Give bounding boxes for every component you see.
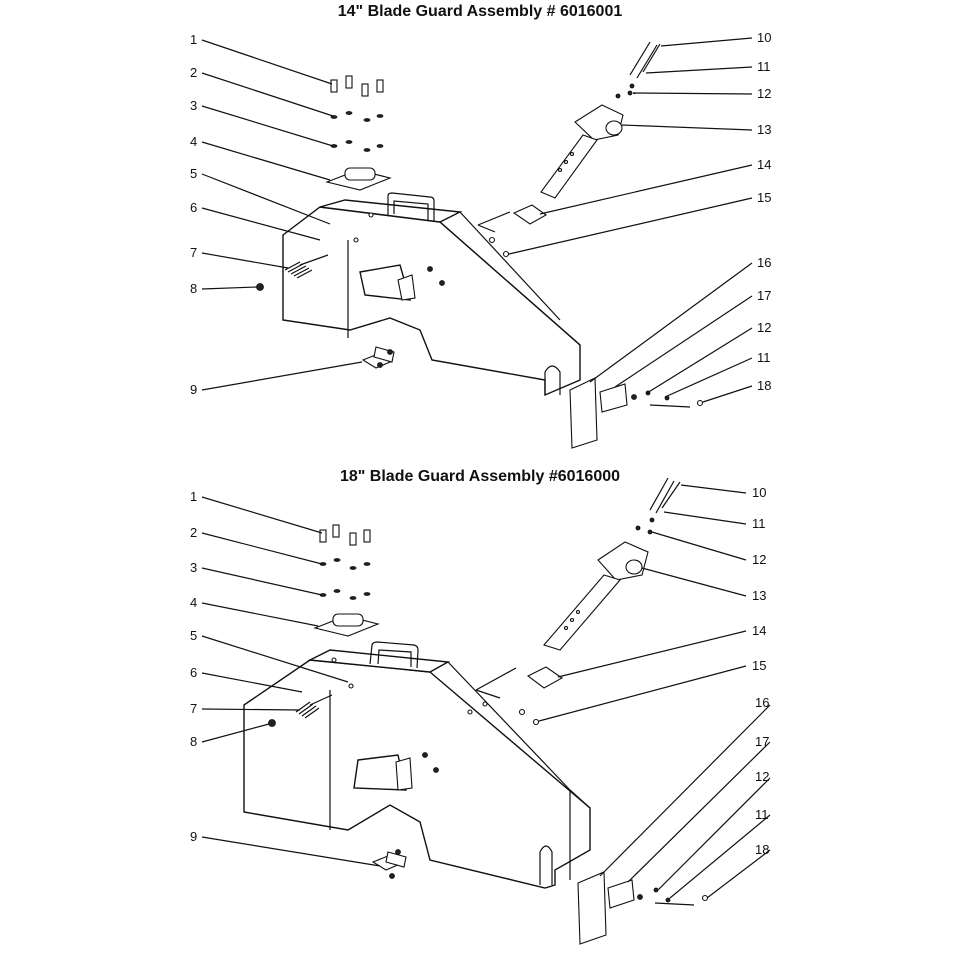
leader-lines: [201, 484, 771, 899]
callout-11b: 11: [757, 350, 771, 365]
diagram-title-18in: 18" Blade Guard Assembly #6016000: [339, 468, 621, 485]
callout-18: 18: [755, 842, 769, 857]
callout-12b: 12: [757, 320, 771, 335]
callout-7: 7: [190, 245, 197, 260]
callout-14: 14: [757, 157, 771, 172]
callout-17: 17: [755, 734, 769, 749]
callout-14: 14: [752, 623, 766, 638]
pivot-arm-assembly: [467, 477, 681, 726]
end-plate-and-hardware: [577, 871, 709, 945]
callout-12b: 12: [755, 769, 769, 784]
callout-11b: 11: [755, 807, 769, 822]
hardware-bolts-washers-hinge: [313, 524, 380, 637]
end-plate-and-hardware: [569, 377, 704, 449]
callout-1: 1: [190, 32, 197, 47]
callout-7: 7: [190, 701, 197, 716]
leader-lines: [201, 37, 753, 403]
callout-16: 16: [757, 255, 771, 270]
callout-2: 2: [190, 65, 197, 80]
callout-9: 9: [190, 829, 197, 844]
spring-and-nut: [256, 254, 329, 291]
callout-16: 16: [755, 695, 769, 710]
blade-guard-body: [243, 641, 591, 889]
clip-hardware: [361, 346, 395, 369]
callout-13: 13: [752, 588, 766, 603]
callout-17: 17: [757, 288, 771, 303]
callout-13: 13: [757, 122, 771, 137]
callout-9: 9: [190, 382, 197, 397]
callout-10: 10: [752, 485, 766, 500]
callout-12: 12: [752, 552, 766, 567]
callout-15: 15: [757, 190, 771, 205]
callout-18: 18: [757, 378, 771, 393]
callout-1: 1: [190, 489, 197, 504]
diagram-14in: 1 2 3 4 5 6 7 8 9 10 11 12 13 14 15 16 1…: [190, 30, 771, 449]
callout-numbers: 1 2 3 4 5 6 7 8 9 10 11 12 13 14 15 16 1…: [190, 30, 771, 397]
callout-3: 3: [190, 98, 197, 113]
diagram-title-14in: 14" Blade Guard Assembly # 6016001: [337, 3, 623, 20]
callout-8: 8: [190, 734, 197, 749]
callout-10: 10: [757, 30, 771, 45]
callout-11: 11: [752, 516, 766, 531]
callout-15: 15: [752, 658, 766, 673]
diagram-18in: 1 2 3 4 5 6 7 8 9 10 11 12 13 14 15 16 1…: [190, 477, 771, 945]
callout-6: 6: [190, 200, 197, 215]
callout-11: 11: [757, 59, 771, 74]
clip-hardware: [371, 849, 407, 879]
pivot-arm-assembly: [477, 41, 661, 258]
callout-6: 6: [190, 665, 197, 680]
callout-4: 4: [190, 595, 197, 610]
callout-4: 4: [190, 134, 197, 149]
hardware-bolts-washers-hinge: [325, 75, 392, 191]
spring-and-nut: [268, 694, 333, 727]
callout-12: 12: [757, 86, 771, 101]
callout-5: 5: [190, 628, 197, 643]
callout-2: 2: [190, 525, 197, 540]
callout-8: 8: [190, 281, 197, 296]
callout-numbers: 1 2 3 4 5 6 7 8 9 10 11 12 13 14 15 16 1…: [190, 485, 769, 857]
callout-5: 5: [190, 166, 197, 181]
blade-guard-body: [282, 192, 581, 397]
callout-3: 3: [190, 560, 197, 575]
